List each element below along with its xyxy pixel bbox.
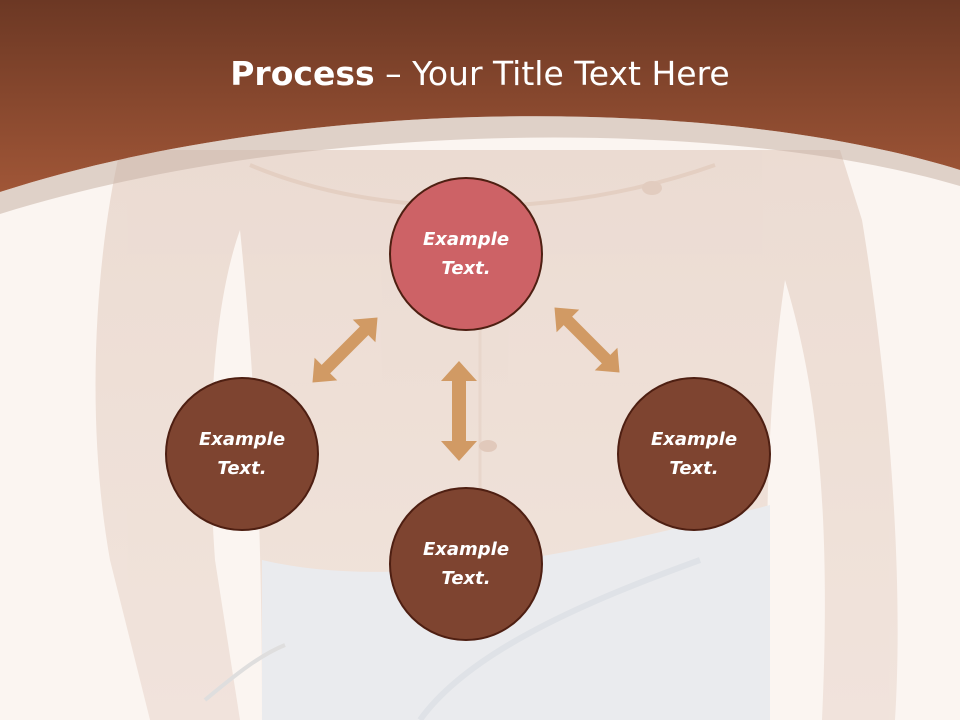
node-left-label: Example Text. [198, 429, 286, 479]
arrow-center-vertical [441, 361, 477, 461]
header-swoosh [0, 116, 960, 214]
slide-title: Process – Your Title Text Here [0, 52, 960, 96]
arrow-top-left [312, 317, 378, 383]
title-bold: Process [230, 54, 375, 93]
node-left[interactable]: Example Text. [165, 377, 319, 531]
title-rest: – Your Title Text Here [374, 54, 730, 93]
header-band [0, 0, 960, 192]
node-top-label: Example Text. [422, 229, 510, 279]
arrow-top-right [554, 307, 620, 373]
node-right-label: Example Text. [650, 429, 738, 479]
node-right[interactable]: Example Text. [617, 377, 771, 531]
node-bottom[interactable]: Example Text. [389, 487, 543, 641]
node-bottom-label: Example Text. [422, 539, 510, 589]
node-top[interactable]: Example Text. [389, 177, 543, 331]
